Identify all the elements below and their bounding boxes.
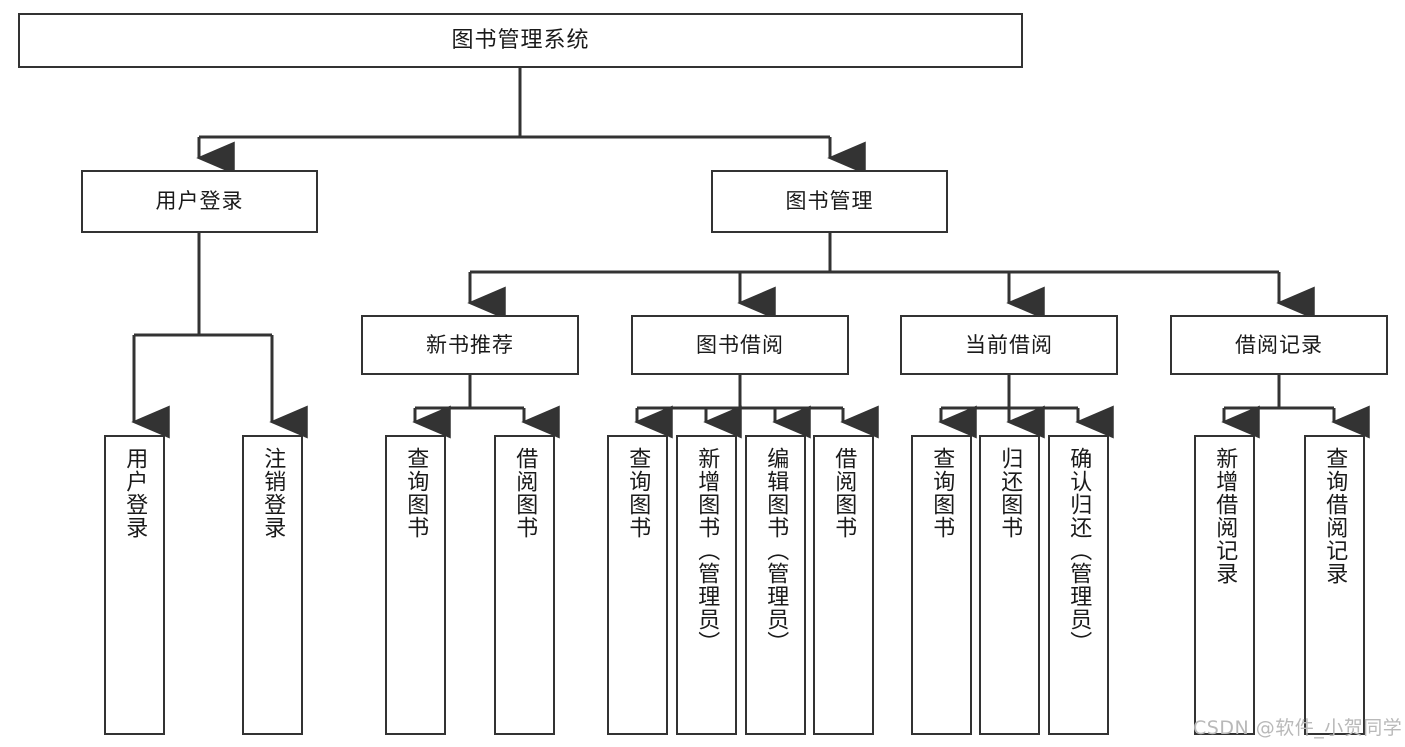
- node-user-login[interactable]: 用户登录: [81, 170, 318, 233]
- node-book-management[interactable]: 图书管理: [711, 170, 948, 233]
- node-current-borrow[interactable]: 当前借阅: [900, 315, 1118, 375]
- leaf-current-return-book[interactable]: 归还图书: [979, 435, 1040, 735]
- leaf-record-query-record-label: 查询借阅记录: [1322, 447, 1348, 585]
- node-book-management-label: 图书管理: [785, 189, 874, 214]
- leaf-borrow-edit-book-label: 编辑图书（管理员）: [763, 447, 789, 654]
- node-borrow-record[interactable]: 借阅记录: [1170, 315, 1388, 375]
- leaf-record-query-record[interactable]: 查询借阅记录: [1304, 435, 1365, 735]
- leaf-recommend-query-book-label: 查询图书: [403, 447, 429, 539]
- watermark: CSDN @软件_小贺同学: [1193, 717, 1403, 739]
- leaf-borrow-edit-book[interactable]: 编辑图书（管理员）: [745, 435, 806, 735]
- node-new-book-recommend-label: 新书推荐: [426, 332, 514, 357]
- node-root[interactable]: 图书管理系统: [18, 13, 1023, 68]
- node-current-borrow-label: 当前借阅: [965, 332, 1053, 357]
- node-book-borrow-label: 图书借阅: [696, 332, 784, 357]
- leaf-borrow-add-book[interactable]: 新增图书（管理员）: [676, 435, 737, 735]
- leaf-borrow-query-book-label: 查询图书: [625, 447, 651, 539]
- leaf-recommend-borrow-book-label: 借阅图书: [512, 447, 538, 539]
- leaf-record-add-record-label: 新增借阅记录: [1212, 447, 1238, 585]
- node-user-login-label: 用户登录: [155, 189, 244, 214]
- leaf-borrow-query-book[interactable]: 查询图书: [607, 435, 668, 735]
- leaf-current-query-book[interactable]: 查询图书: [911, 435, 972, 735]
- leaf-recommend-query-book[interactable]: 查询图书: [385, 435, 446, 735]
- node-root-label: 图书管理系统: [451, 27, 590, 53]
- leaf-borrow-borrow-book-label: 借阅图书: [831, 447, 857, 539]
- leaf-user-login-logout-label: 注销登录: [260, 447, 286, 539]
- leaf-borrow-add-book-label: 新增图书（管理员）: [694, 447, 720, 654]
- leaf-user-login-logout[interactable]: 注销登录: [242, 435, 303, 735]
- node-book-borrow[interactable]: 图书借阅: [631, 315, 849, 375]
- node-new-book-recommend[interactable]: 新书推荐: [361, 315, 579, 375]
- leaf-current-query-book-label: 查询图书: [929, 447, 955, 539]
- leaf-user-login-login[interactable]: 用户登录: [104, 435, 165, 735]
- leaf-current-confirm-return-label: 确认归还（管理员）: [1066, 447, 1092, 654]
- leaf-recommend-borrow-book[interactable]: 借阅图书: [494, 435, 555, 735]
- leaf-current-return-book-label: 归还图书: [997, 447, 1023, 539]
- node-borrow-record-label: 借阅记录: [1235, 332, 1323, 357]
- leaf-user-login-login-label: 用户登录: [122, 447, 148, 539]
- leaf-record-add-record[interactable]: 新增借阅记录: [1194, 435, 1255, 735]
- leaf-borrow-borrow-book[interactable]: 借阅图书: [813, 435, 874, 735]
- leaf-current-confirm-return[interactable]: 确认归还（管理员）: [1048, 435, 1109, 735]
